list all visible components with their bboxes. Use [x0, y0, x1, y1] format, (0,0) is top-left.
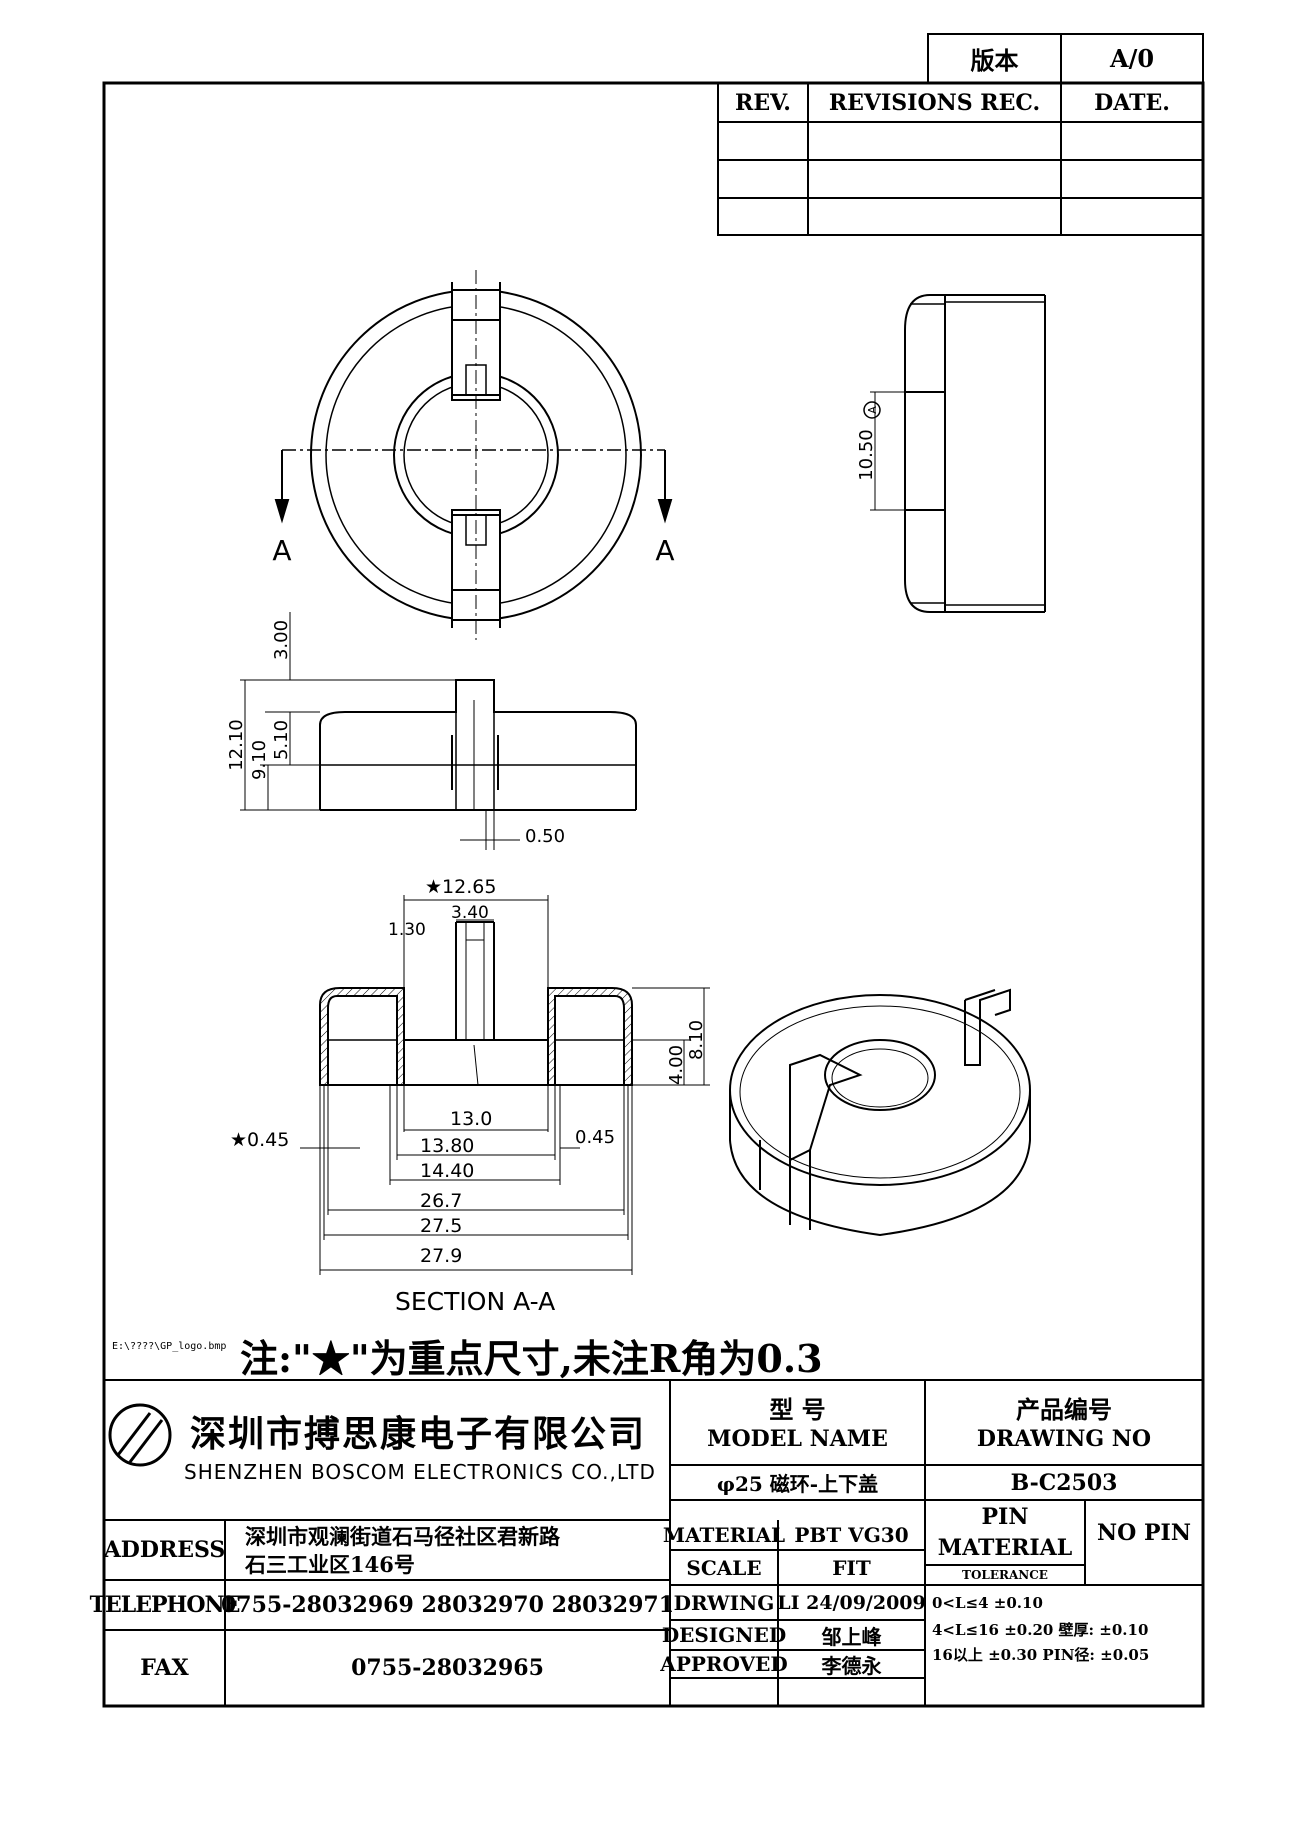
dim-a-text: 10.50 [856, 429, 877, 481]
company-name-en: SHENZHEN BOSCOM ELECTRONICS CO.,LTD [184, 1460, 656, 1484]
material-value: PBT VG30 [794, 1523, 909, 1547]
dim-h-text: 3.40 [451, 903, 489, 923]
section-marker-left: A [272, 534, 291, 567]
telephone-label: TELEPHONE [89, 1592, 241, 1618]
dim-k-text: 13.80 [420, 1135, 474, 1157]
dim-l-text: 14.40 [420, 1160, 474, 1182]
drawing-no-value: B-C2503 [1010, 1469, 1118, 1496]
section-marker-right: A [655, 534, 674, 567]
scale-value: FIT [832, 1555, 871, 1580]
drawing-no-label-cn: 产品编号 [1016, 1394, 1112, 1424]
approved-value: 李德永 [821, 1653, 882, 1678]
model-value: φ25 磁环-上下盖 [716, 1472, 879, 1496]
drawing-by-value: LI 24/09/2009 [777, 1591, 926, 1614]
dim-o-text: 27.9 [420, 1245, 462, 1267]
telephone-value: 0755-28032969 28032970 28032971 [220, 1592, 675, 1618]
address-label: ADDRESS [103, 1537, 226, 1563]
revisions-rec-header: REVISIONS REC. [828, 89, 1041, 116]
model-label-en: MODEL NAME [707, 1426, 888, 1452]
drawing-note: 注:"★"为重点尺寸,未注R角为0.3 [240, 1336, 823, 1381]
pin-material-label-2: MATERIAL [937, 1535, 1073, 1561]
approved-label: APPROVED [660, 1652, 788, 1676]
pin-material-label-1: PIN [981, 1504, 1029, 1530]
dim-height-text: 8.10 [686, 1020, 707, 1060]
dim-n-text: 27.5 [420, 1215, 462, 1237]
title-block-lines [104, 1379, 1203, 1706]
drawing-by-label: DRWING [673, 1590, 775, 1615]
revisions-table-lines [717, 82, 1204, 236]
dim-a-circle: A [863, 401, 881, 419]
material-label: MATERIAL [662, 1523, 786, 1547]
version-label: 版本 [970, 46, 1019, 75]
model-label-cn: 型 号 [769, 1394, 826, 1424]
address-line-1: 深圳市观澜街道石马径社区君新路 [245, 1524, 560, 1549]
logo-path: E:\????\GP_logo.bmp [112, 1341, 227, 1352]
dim-j-text: ★0.45 [230, 1129, 289, 1151]
dim-e-text: 5.10 [271, 720, 292, 760]
front-elevation [240, 612, 637, 850]
tolerance-line-3: 16以上 ±0.30 PIN径: ±0.05 [932, 1645, 1150, 1664]
designed-label: DESIGNED [661, 1623, 787, 1647]
dim-depth-text: 4.00 [666, 1045, 687, 1085]
isometric-view [729, 988, 1031, 1237]
dim-f-text: 0.50 [525, 826, 565, 847]
version-value: A/0 [1109, 44, 1155, 73]
pin-material-value: NO PIN [1097, 1519, 1191, 1546]
svg-text:A: A [866, 406, 879, 414]
top-view [274, 270, 673, 640]
date-header: DATE. [1094, 89, 1170, 116]
section-title: SECTION A-A [395, 1287, 555, 1316]
dim-b-text: 3.00 [271, 620, 292, 660]
drawing-frame [102, 81, 1205, 1708]
company-name-cn: 深圳市搏思康电子有限公司 [190, 1413, 647, 1455]
dim-d-text: 9.10 [249, 740, 270, 780]
section-view [300, 895, 710, 1275]
tolerance-line-1: 0<L≤4 ±0.10 [932, 1594, 1043, 1612]
tolerance-label: TOLERANCE [962, 1568, 1048, 1582]
rev-header: REV. [735, 89, 791, 116]
dim-c-text: 12.10 [226, 719, 247, 771]
dim-p-text: 13.0 [450, 1108, 492, 1130]
dim-j-right-text: 0.45 [575, 1127, 615, 1148]
fax-label: FAX [140, 1655, 189, 1681]
side-view [870, 294, 1046, 613]
dim-g-text: ★12.65 [425, 876, 496, 898]
address-line-2: 石三工业区146号 [245, 1552, 415, 1577]
fax-value: 0755-28032965 [351, 1655, 544, 1681]
dim-m-text: 26.7 [420, 1190, 462, 1212]
company-logo [108, 1403, 172, 1467]
scale-label: SCALE [686, 1555, 762, 1580]
dim-i-text: 1.30 [388, 920, 426, 940]
drawing-no-label-en: DRAWING NO [976, 1426, 1152, 1452]
designed-value: 邹上峰 [821, 1624, 882, 1649]
tolerance-line-2: 4<L≤16 ±0.20 壁厚: ±0.10 [932, 1620, 1149, 1639]
